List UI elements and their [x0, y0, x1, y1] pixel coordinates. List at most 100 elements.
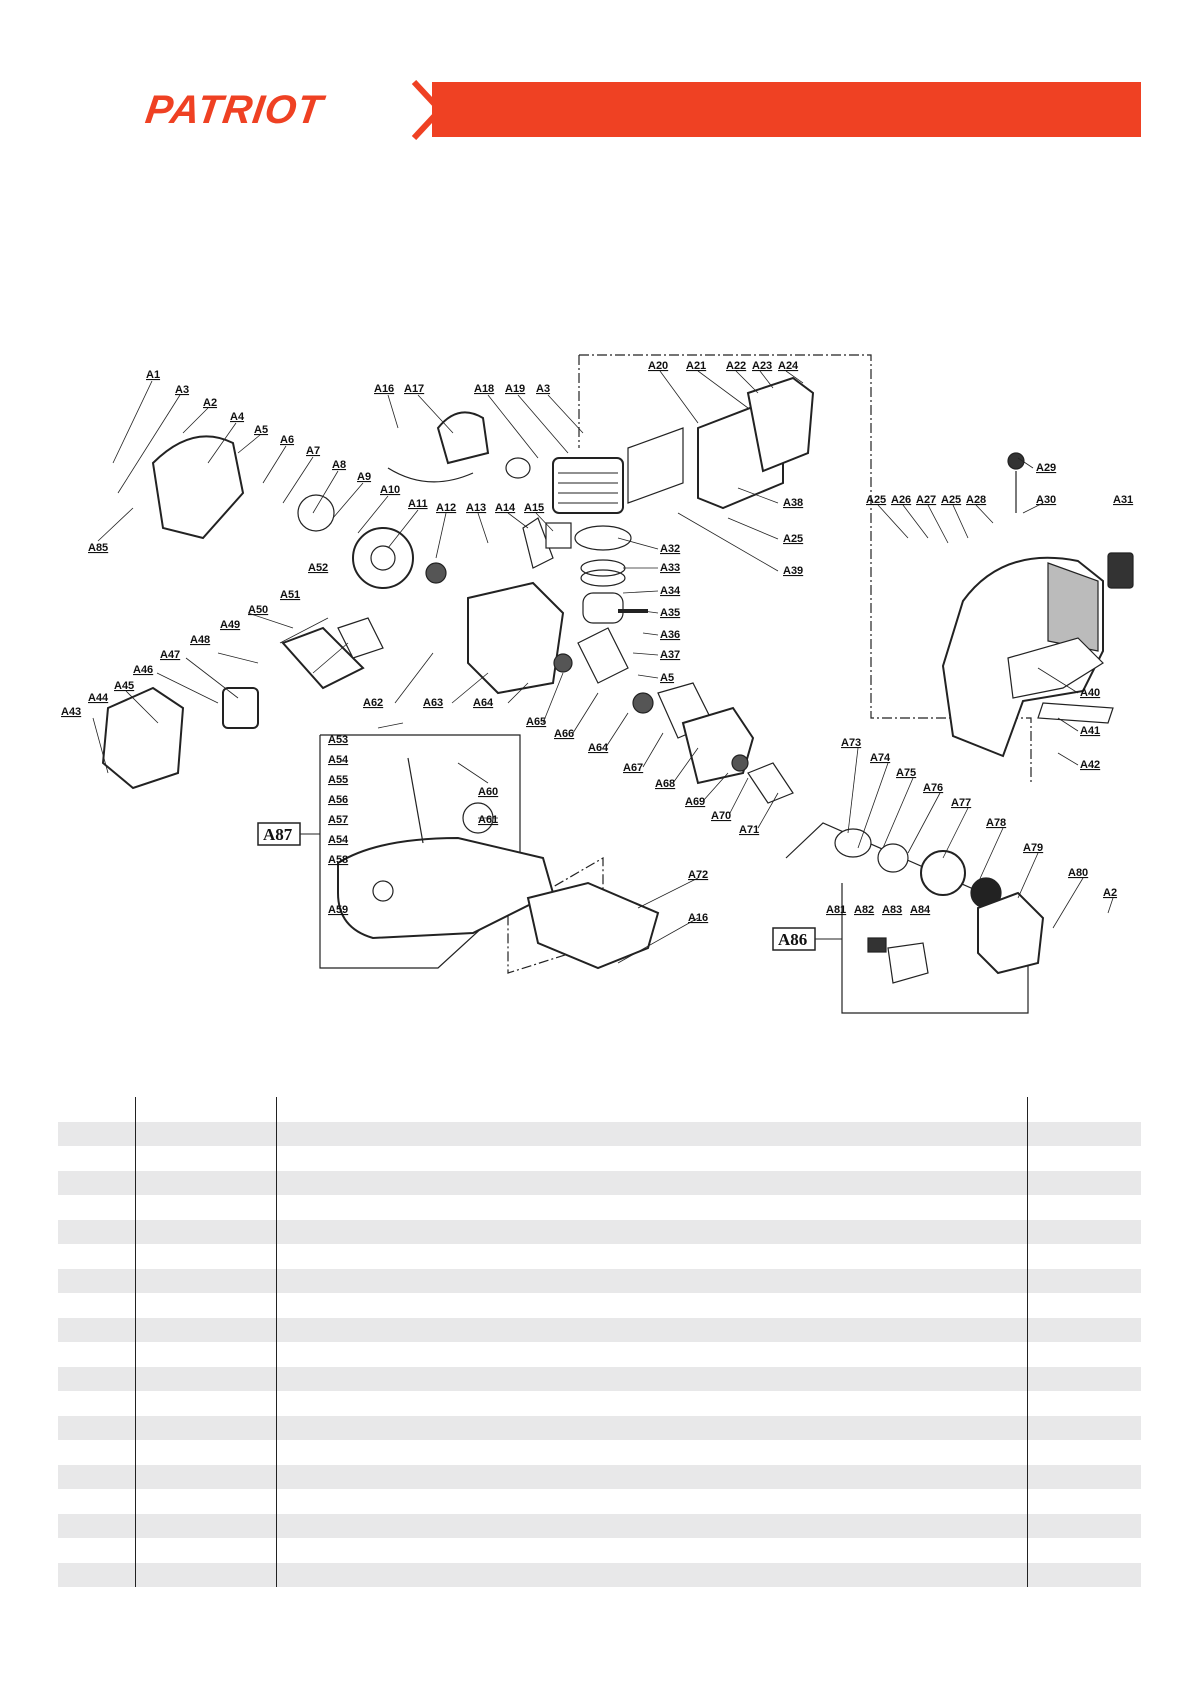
part-label: A69: [685, 796, 705, 808]
part-label: A42: [1080, 759, 1100, 771]
part-label: A34: [660, 585, 681, 597]
parts-diagram-svg: A1 A3 A2 A4 A5 A6 A7 A8 A9 A10 A11 A12 A…: [61, 354, 1134, 1014]
part-label: A37: [660, 649, 680, 661]
assembly-label-a86: A86: [778, 930, 807, 949]
part-label: A52: [308, 562, 328, 574]
part-label: A11: [408, 498, 428, 510]
exploded-parts-diagram: A1 A3 A2 A4 A5 A6 A7 A8 A9 A10 A11 A12 A…: [58, 353, 1172, 1048]
part-label: A12: [436, 502, 456, 514]
part-label: A16: [688, 912, 708, 924]
part-label: A57: [328, 814, 348, 826]
table-row: [58, 1440, 1141, 1464]
part-label: A24: [778, 360, 799, 372]
part-label: A62: [363, 697, 383, 709]
part-label: A31: [1113, 494, 1133, 506]
part-label: A45: [114, 680, 134, 692]
table-row: [58, 1268, 1141, 1293]
part-label: A47: [160, 649, 180, 661]
table-row: [58, 1415, 1141, 1440]
part-label: A13: [466, 502, 486, 514]
table-row: [58, 1464, 1141, 1489]
parts-table: [58, 1097, 1141, 1587]
part-label: A54: [328, 834, 349, 846]
part-label: A72: [688, 869, 708, 881]
part-label: A63: [423, 697, 443, 709]
part-label: A70: [711, 810, 731, 822]
part-label: A60: [478, 786, 498, 798]
part-label: A36: [660, 629, 680, 641]
part-label: A49: [220, 619, 240, 631]
part-label: A64: [473, 697, 494, 709]
part-label: A75: [896, 767, 916, 779]
part-label: A16: [374, 383, 394, 395]
part-label: A80: [1068, 867, 1088, 879]
part-label: A9: [357, 471, 371, 483]
part-label: A71: [739, 824, 759, 836]
part-label: A41: [1080, 725, 1100, 737]
table-row: [58, 1121, 1141, 1146]
column-divider: [135, 1097, 136, 1587]
part-label: A2: [203, 397, 217, 409]
table-row: [58, 1342, 1141, 1366]
part-label: A26: [891, 494, 911, 506]
assembly-label-a87: A87: [263, 825, 293, 844]
part-label: A84: [910, 904, 931, 916]
part-label: A5: [254, 424, 268, 436]
part-label: A79: [1023, 842, 1043, 854]
part-label: A18: [474, 383, 494, 395]
part-label: A43: [61, 706, 81, 718]
part-label: A78: [986, 817, 1006, 829]
part-label: A5: [660, 672, 674, 684]
part-label: A59: [328, 904, 348, 916]
part-label: A27: [916, 494, 936, 506]
table-row: [58, 1293, 1141, 1317]
part-label: A25: [941, 494, 961, 506]
part-label: A44: [88, 692, 109, 704]
part-label: A17: [404, 383, 424, 395]
part-label: A25: [866, 494, 886, 506]
part-label: A1: [146, 369, 160, 381]
part-label: A51: [280, 589, 300, 601]
table-row: [58, 1244, 1141, 1268]
part-label: A77: [951, 797, 971, 809]
part-label: A15: [524, 502, 544, 514]
table-row: [58, 1513, 1141, 1538]
header-banner: [432, 82, 1141, 137]
brand-logo: PATRIOT: [142, 88, 376, 132]
part-label: A39: [783, 565, 803, 577]
table-row: [58, 1146, 1141, 1170]
part-label: A23: [752, 360, 772, 372]
part-label: A82: [854, 904, 874, 916]
part-label: A14: [495, 502, 516, 514]
part-label: A50: [248, 604, 268, 616]
part-label: A74: [870, 752, 891, 764]
part-label: A20: [648, 360, 668, 372]
part-label: A68: [655, 778, 675, 790]
part-label: A58: [328, 854, 348, 866]
part-label: A19: [505, 383, 525, 395]
part-label: A29: [1036, 462, 1056, 474]
part-label: A6: [280, 434, 294, 446]
table-row: [58, 1317, 1141, 1342]
part-label: A67: [623, 762, 643, 774]
table-row: [58, 1170, 1141, 1195]
table-row: [58, 1219, 1141, 1244]
column-divider: [1027, 1097, 1028, 1587]
part-label: A81: [826, 904, 846, 916]
column-divider: [276, 1097, 277, 1587]
part-label: A54: [328, 754, 349, 766]
part-label: A10: [380, 484, 400, 496]
part-label: A32: [660, 543, 680, 555]
table-row: [58, 1391, 1141, 1415]
part-label: A2: [1103, 887, 1117, 899]
table-row: [58, 1366, 1141, 1391]
part-label: A7: [306, 445, 320, 457]
part-label: A40: [1080, 687, 1100, 699]
part-label: A3: [175, 384, 189, 396]
part-label: A55: [328, 774, 348, 786]
part-label: A33: [660, 562, 680, 574]
brand-logo-text: PATRIOT: [142, 88, 326, 132]
part-label: A73: [841, 737, 861, 749]
part-label: A22: [726, 360, 746, 372]
part-label: A66: [554, 728, 574, 740]
